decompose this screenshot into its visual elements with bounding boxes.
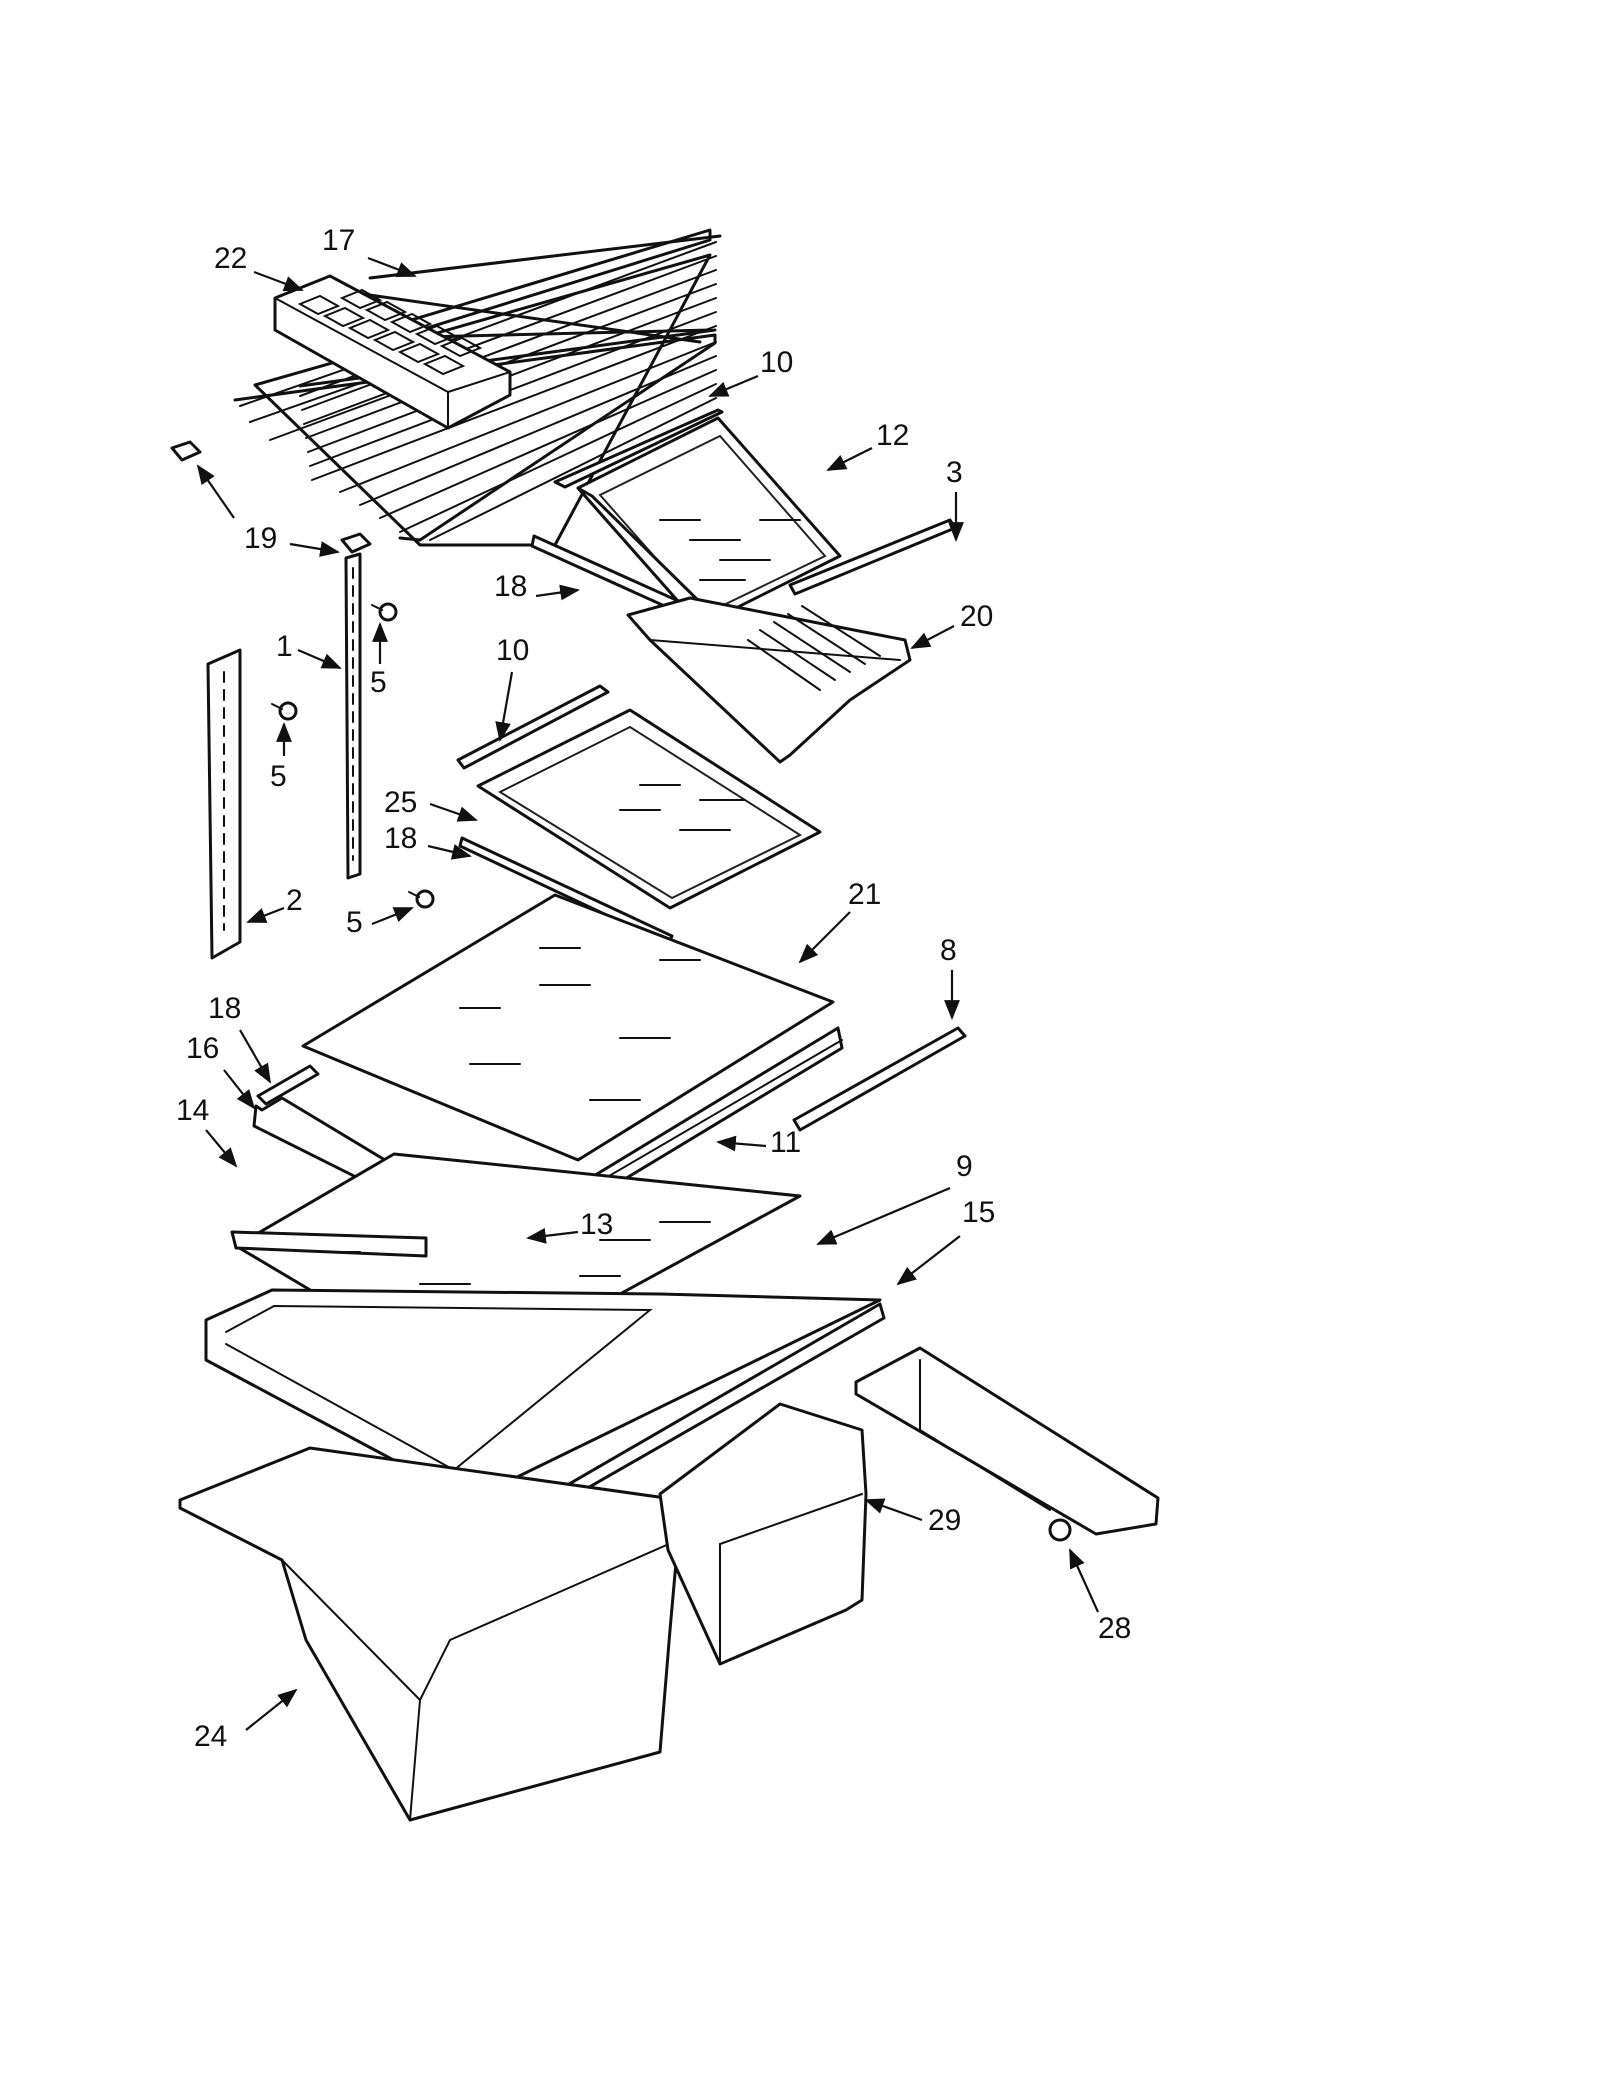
svg-text:15: 15 [962,1196,995,1229]
svg-text:28: 28 [1098,1612,1131,1645]
svg-text:18: 18 [208,992,241,1025]
screws [271,602,435,909]
shelf-trim [792,1026,967,1132]
shelf-rail-1 [344,552,362,880]
meat-drawer [626,596,912,764]
callout-10-middle: 10 [495,634,529,742]
callout-5-middle: 5 [270,722,292,793]
svg-text:13: 13 [580,1208,613,1241]
callout-3: 3 [946,456,964,542]
callout-21: 21 [798,878,881,964]
callout-28: 28 [1068,1548,1131,1645]
svg-text:5: 5 [346,906,363,939]
drawer-cover [854,1346,1160,1542]
svg-text:9: 9 [956,1150,973,1183]
svg-text:18: 18 [494,570,527,603]
callout-12: 12 [826,419,909,471]
middle-shelf-assembly [456,684,822,946]
crisper-drawer-left [178,1446,682,1822]
shelf-support-pegs [170,440,372,554]
svg-text:29: 29 [928,1504,961,1537]
callout-24: 24 [194,1688,298,1753]
callout-13: 13 [526,1208,613,1244]
callout-17: 17 [322,224,417,278]
svg-text:1: 1 [276,630,293,663]
svg-text:10: 10 [760,346,793,379]
svg-text:2: 2 [286,884,303,917]
callout-22: 22 [214,242,304,292]
callout-29: 29 [864,1498,961,1537]
shelf-rail-2 [206,648,242,960]
svg-text:17: 17 [322,224,355,257]
crisper-drawer-right [658,1402,868,1666]
callout-15: 15 [896,1196,995,1286]
svg-text:20: 20 [960,600,993,633]
callout-1: 1 [276,630,342,670]
callout-14-top: 18 [494,570,580,603]
svg-text:25: 25 [384,786,417,819]
callout-9: 9 [816,1150,973,1246]
svg-text:14: 14 [176,1094,209,1127]
svg-text:3: 3 [946,456,963,489]
svg-text:21: 21 [848,878,881,911]
svg-text:18: 18 [384,822,417,855]
ice-cube-tray [273,274,512,430]
callout-19: 19 [196,464,340,557]
svg-text:16: 16 [186,1032,219,1065]
callout-18: 18 [208,992,271,1084]
svg-text:22: 22 [214,242,247,275]
svg-text:5: 5 [370,666,387,699]
svg-text:10: 10 [496,634,529,667]
glass-shelf-upper [301,893,835,1162]
callout-5-upper: 5 [370,622,388,699]
svg-text:8: 8 [940,934,957,967]
callout-20: 20 [910,600,993,649]
callout-10-top: 10 [708,346,793,398]
callout-8: 8 [940,934,960,1020]
callout-5-lower: 5 [346,906,414,939]
freezer-wire-shelf [233,228,722,547]
callout-11: 11 [716,1126,801,1159]
callout-2: 2 [246,884,303,924]
svg-text:19: 19 [244,522,277,555]
svg-text:12: 12 [876,419,909,452]
callout-14-lower: 14 [176,1094,238,1168]
callout-16: 16 [186,1032,256,1110]
callout-14-middle: 18 [384,822,472,860]
svg-text:24: 24 [194,1720,227,1753]
svg-text:5: 5 [270,760,287,793]
callout-25: 25 [384,786,478,822]
svg-text:11: 11 [770,1126,801,1159]
